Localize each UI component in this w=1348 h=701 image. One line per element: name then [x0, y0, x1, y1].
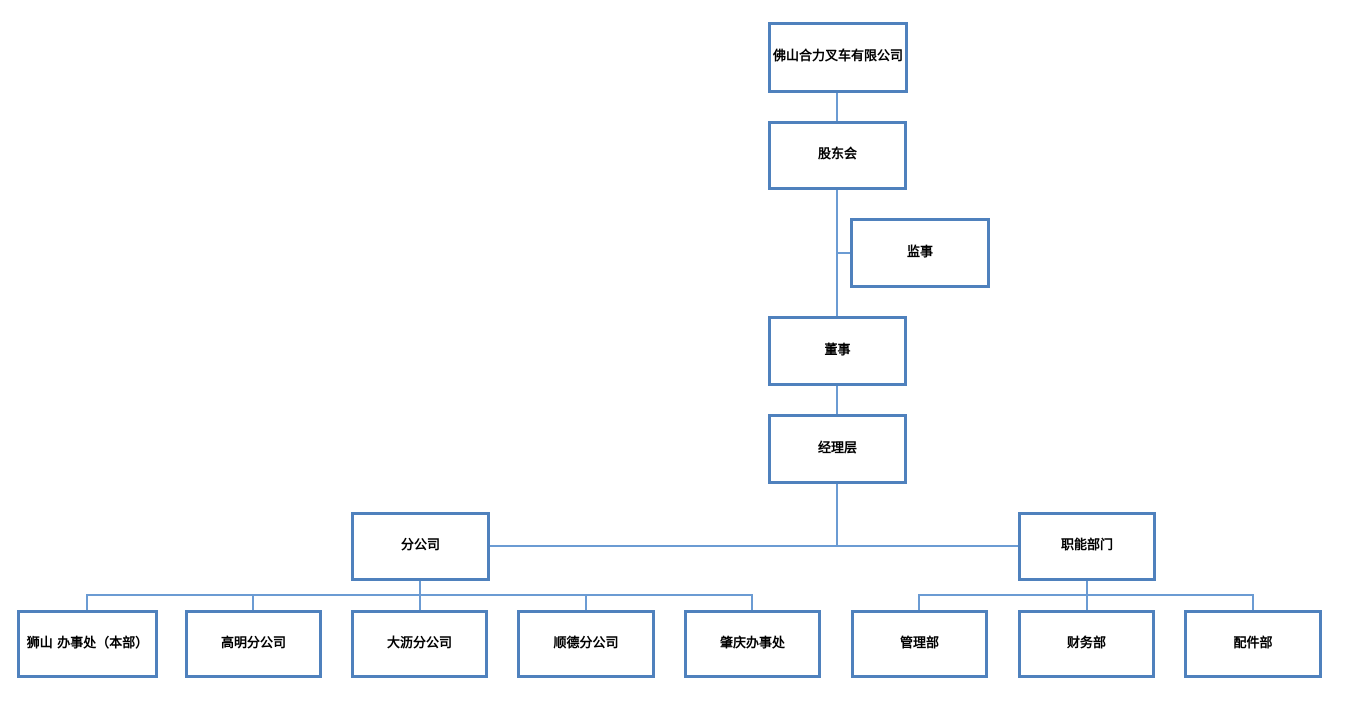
- connector-branch-distribution: [86, 594, 753, 596]
- org-node-shareholders-label: 股东会: [817, 147, 857, 163]
- org-node-shareholders: 股东会: [768, 121, 907, 190]
- org-node-parts-dept: 配件部: [1184, 610, 1322, 678]
- org-node-shishan-office-label: 狮山 办事处（本部）: [26, 635, 149, 651]
- connector-branch-down: [419, 581, 421, 611]
- org-node-shunde-branch-label: 顺德分公司: [553, 635, 619, 651]
- org-node-branch-label: 分公司: [400, 538, 440, 554]
- org-node-company: 佛山合力叉车有限公司: [768, 22, 908, 93]
- connector-management-down: [836, 484, 838, 547]
- connector-stub-guanli: [918, 595, 920, 611]
- connector-stub-shunde: [585, 595, 587, 611]
- connector-stub-peijian: [1252, 595, 1254, 611]
- org-node-finance-dept-label: 财务部: [1066, 635, 1106, 651]
- connector-director-management: [836, 385, 838, 415]
- org-node-zhaoqing-office-label: 肇庆办事处: [719, 635, 785, 651]
- org-node-functional-label: 职能部门: [1060, 538, 1113, 554]
- connector-stub-gaoming: [252, 595, 254, 611]
- org-node-dali-branch: 大沥分公司: [351, 610, 488, 678]
- org-node-zhaoqing-office: 肇庆办事处: [684, 610, 821, 678]
- org-node-finance-dept: 财务部: [1018, 610, 1155, 678]
- connector-functional-down: [1086, 581, 1088, 611]
- org-node-management: 经理层: [768, 414, 907, 484]
- connector-branch-functional: [489, 545, 1019, 547]
- org-node-functional: 职能部门: [1018, 512, 1156, 581]
- org-node-director-label: 董事: [824, 342, 851, 358]
- org-node-gaoming-branch-label: 高明分公司: [220, 635, 286, 651]
- org-node-shunde-branch: 顺德分公司: [517, 610, 655, 678]
- connector-functional-distribution: [918, 594, 1254, 596]
- org-node-company-label: 佛山合力叉车有限公司: [773, 49, 904, 65]
- connector-supervisor-stub: [837, 252, 851, 254]
- org-node-management-dept-label: 管理部: [899, 635, 939, 651]
- org-node-director: 董事: [768, 316, 907, 386]
- org-node-dali-branch-label: 大沥分公司: [386, 635, 452, 651]
- org-node-gaoming-branch: 高明分公司: [185, 610, 322, 678]
- connector-company-shareholders: [836, 93, 838, 122]
- org-node-supervisor-label: 监事: [906, 244, 933, 260]
- connector-stub-shishan: [86, 595, 88, 611]
- org-node-management-label: 经理层: [817, 440, 857, 456]
- org-node-supervisor: 监事: [850, 218, 990, 288]
- connector-stub-zhaoqing: [751, 595, 753, 611]
- org-node-management-dept: 管理部: [851, 610, 988, 678]
- org-node-parts-dept-label: 配件部: [1233, 635, 1273, 651]
- org-node-branch: 分公司: [351, 512, 490, 581]
- org-node-shishan-office: 狮山 办事处（本部）: [17, 610, 158, 678]
